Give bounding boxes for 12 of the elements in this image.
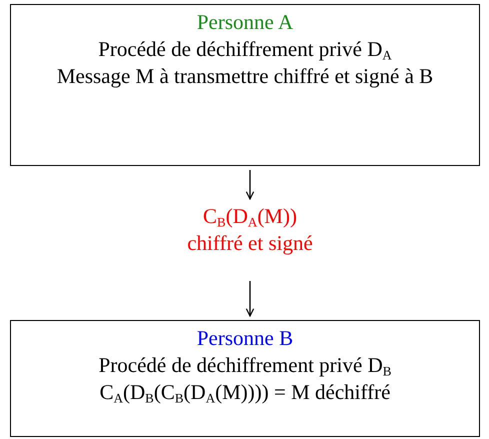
person-box: [10, 320, 480, 437]
description-text: Procédé de déchiffrement privé D$_{A}$: [97, 36, 393, 63]
description-text: Procédé de déchiffrement privé D$_{B}$: [98, 352, 392, 379]
description-text: Message M à transmettre chiffré et signé à B: [56, 63, 434, 90]
person-box: [10, 4, 480, 166]
message-label: chiffré et signé: [186, 230, 314, 257]
arrow: [246, 281, 254, 317]
person-heading: Personne A: [196, 9, 294, 36]
arrow: [246, 170, 254, 200]
description-text: C$_{A}$(D$_{B}$(C$_{B}$(D$_{A}$(M)))) = M déchiffré: [98, 379, 392, 406]
message-label: C$_{B}$(D$_{A}$(M)): [202, 203, 298, 230]
person-heading: Personne B: [196, 325, 294, 352]
